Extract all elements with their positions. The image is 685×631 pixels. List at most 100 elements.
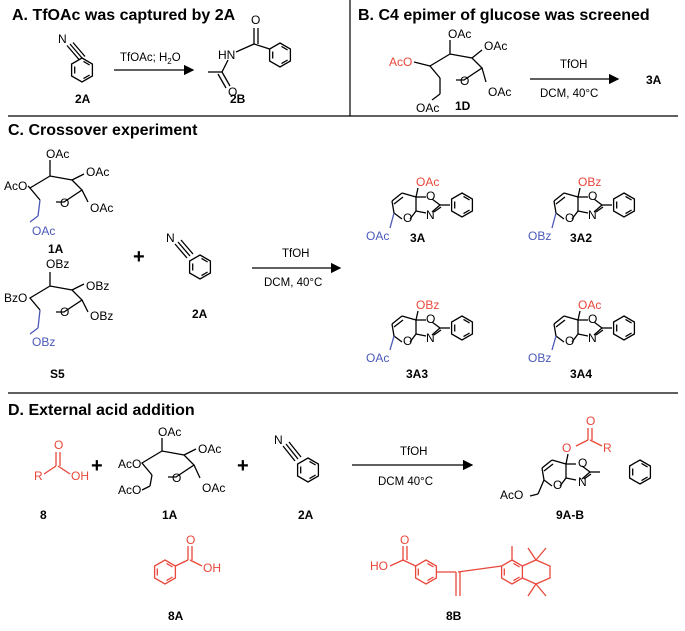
atom-aco: AcO (118, 483, 141, 497)
heading-b: B. C4 epimer of glucose was screened (358, 7, 650, 24)
atom-o: O (588, 189, 597, 203)
atom-oh: OH (203, 561, 221, 575)
label-1A-d: 1A (162, 508, 178, 522)
label-3A4: 3A4 (570, 367, 592, 381)
atom-o: O (565, 334, 574, 348)
atom-o: O (562, 441, 571, 455)
heading-c: C. Crossover experiment (8, 122, 198, 139)
molecule-2B: O HN O (208, 13, 292, 99)
label-2A-c: 2A (192, 307, 208, 321)
atom-obz: OBz (86, 279, 109, 293)
atom-oac: OAc (448, 27, 471, 41)
label-3A-b: 3A (646, 73, 662, 87)
atom-oac-blue: OAc (366, 351, 389, 365)
label-2B: 2B (230, 92, 246, 106)
label-3A-c: 3A (410, 231, 426, 245)
label-8: 8 (40, 508, 47, 522)
molecule-8B: HO O (370, 533, 551, 597)
atom-bzo: BzO (4, 291, 27, 305)
atom-o: O (565, 211, 574, 225)
atom-o: O (588, 312, 597, 326)
atom-oac-red: OAc (578, 298, 601, 312)
heading-a: A. TfOAc was captured by 2A (12, 7, 236, 24)
label-S5: S5 (50, 367, 65, 381)
molecule-1A-c: OAc OAc AcO OAc O OAc (4, 147, 113, 238)
atom-obz-blue: OBz (528, 229, 551, 243)
atom-o: O (54, 438, 63, 452)
molecule-3A4: OAc O N O OBz (528, 298, 636, 365)
atom-o: O (403, 334, 412, 348)
label-3A2: 3A2 (570, 231, 592, 245)
atom-o: O (186, 533, 195, 547)
label-1D: 1D (455, 99, 471, 113)
atom-oac: OAc (416, 101, 439, 115)
atom-obz-blue: OBz (528, 351, 551, 365)
atom-oac: OAc (488, 85, 511, 99)
atom-o: O (586, 414, 595, 428)
atom-r: R (603, 441, 612, 455)
atom-o: O (426, 189, 435, 203)
atom-o: O (400, 533, 409, 547)
label-9A-B: 9A-B (556, 508, 584, 522)
molecule-9A-B: O O R O N O AcO (500, 414, 652, 502)
label-1A-c: 1A (48, 242, 64, 256)
atom-hn: HN (218, 48, 235, 62)
atom-r: R (34, 469, 43, 483)
atom-obz: OBz (90, 309, 113, 323)
condition-c1: TfOH (282, 248, 309, 260)
plus-sign: + (91, 455, 103, 477)
atom-o: O (228, 85, 237, 99)
heading-d: D. External acid addition (8, 402, 195, 419)
atom-o: O (578, 456, 587, 470)
atom-oh: OH (71, 469, 89, 483)
condition-b2: DCM, 40°C (540, 88, 598, 100)
atom-oac-blue: OAc (366, 229, 389, 243)
atom-obz-red: OBz (416, 298, 439, 312)
atom-o: O (403, 211, 412, 225)
plus-sign: + (237, 455, 249, 477)
atom-n: N (588, 208, 597, 222)
label-3A3: 3A3 (406, 367, 428, 381)
molecule-S5: OBz OBz BzO OBz O OBz (4, 257, 113, 349)
atom-oac-red: OAc (416, 175, 439, 189)
molecule-3A2: OBz O N O OBz (528, 175, 636, 243)
label-2A-a: 2A (75, 92, 91, 106)
atom-aco: AcO (4, 179, 27, 193)
atom-oac: OAc (46, 147, 69, 161)
condition-b1: TfOH (560, 59, 587, 71)
atom-obz: OBz (46, 257, 69, 271)
molecule-8A: O OH (153, 533, 221, 585)
atom-oac: OAc (198, 442, 221, 456)
atom-obz-blue: OBz (32, 335, 55, 349)
atom-n: N (426, 208, 435, 222)
molecule-1A-d: OAc OAc AcO OAc O AcO (118, 425, 225, 497)
atom-oac: OAc (202, 481, 225, 495)
atom-aco: AcO (500, 488, 523, 502)
atom-o: O (60, 196, 69, 210)
molecule-2A-section-a: N (58, 32, 94, 83)
condition-d1: TfOH (400, 446, 427, 458)
label-8A: 8A (168, 609, 184, 623)
atom-oac: OAc (90, 201, 113, 215)
atom-obz-red: OBz (578, 175, 601, 189)
atom-n: N (426, 331, 435, 345)
molecule-2A-d: N (274, 433, 320, 483)
atom-aco: AcO (118, 457, 141, 471)
molecule-3A3: OBz O N O OAc (366, 298, 474, 365)
atom-aco-red: AcO (389, 55, 412, 69)
atom-n: N (166, 231, 175, 245)
condition-d2: DCM 40°C (378, 476, 433, 488)
condition-c2: DCM, 40°C (264, 277, 322, 289)
atom-oac: OAc (484, 39, 507, 53)
molecule-2A-c: N (166, 231, 212, 280)
molecule-3A: OAc O N O OAc (366, 175, 474, 243)
atom-o: O (60, 305, 69, 319)
condition-a: TfOAc; H2O (120, 52, 181, 66)
atom-o: O (460, 74, 469, 88)
atom-oac: OAc (86, 165, 109, 179)
molecule-1D: OAc OAc OAc AcO O OAc (389, 27, 511, 115)
molecule-8: R O OH (34, 438, 89, 483)
label-2A-d: 2A (298, 508, 314, 522)
atom-n: N (274, 433, 283, 447)
